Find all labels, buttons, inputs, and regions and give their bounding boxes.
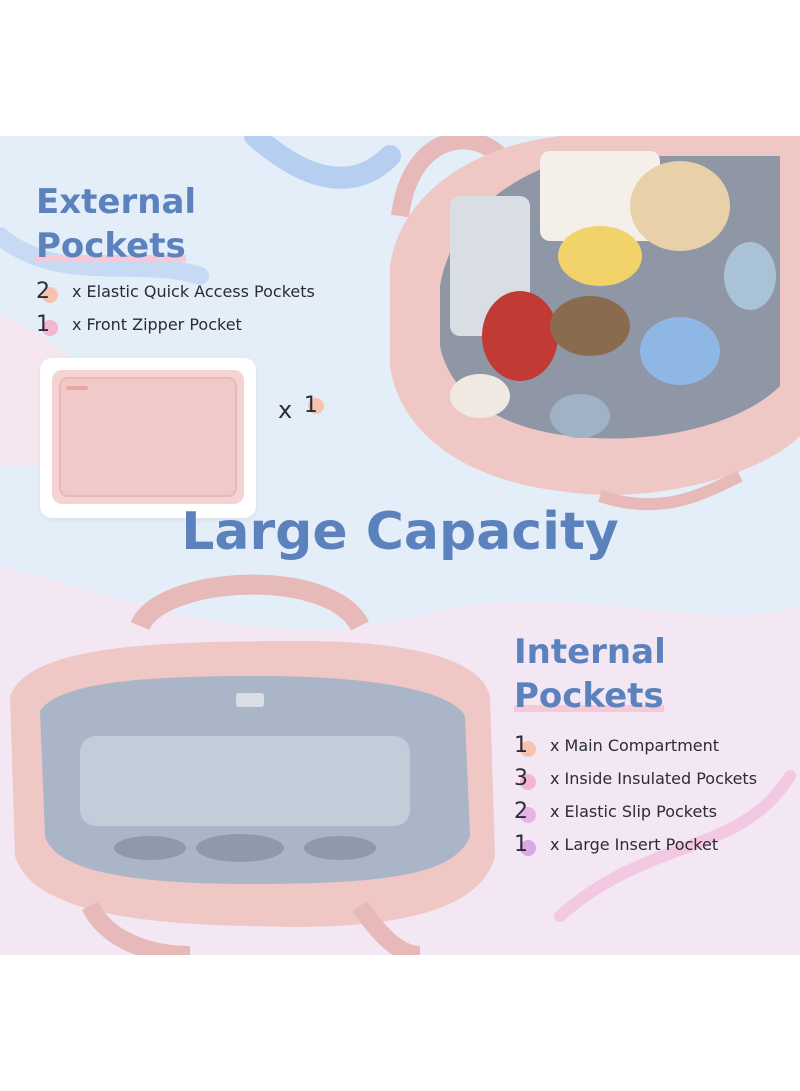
list-item: 1 x Front Zipper Pocket — [36, 308, 315, 341]
mat-quantity: x 1 — [278, 393, 324, 424]
item-label: x Main Compartment — [550, 736, 720, 755]
item-count: 2 — [514, 799, 528, 824]
ribbon-blue-top — [244, 136, 401, 189]
external-title-line2: Pockets — [36, 226, 186, 266]
bag-bottom-image — [10, 574, 495, 955]
internal-pockets-heading: Internal Pockets — [514, 630, 666, 718]
item-label: x Large Insert Pocket — [550, 835, 719, 854]
internal-title-line2: Pockets — [514, 676, 664, 716]
changing-mat-icon — [52, 370, 244, 504]
list-item: 1 x Main Compartment — [514, 729, 757, 762]
item-count: 2 — [36, 279, 50, 304]
list-item: 2 x Elastic Slip Pockets — [514, 795, 757, 828]
product-panel: External Pockets 2 x Elastic Quick Acces… — [0, 136, 800, 955]
item-count: 1 — [514, 832, 528, 857]
item-label: x Elastic Slip Pockets — [550, 802, 717, 821]
item-label: x Front Zipper Pocket — [72, 315, 242, 334]
mat-count: 1 — [303, 393, 318, 418]
page-title: Large Capacity — [181, 502, 619, 562]
times-symbol: x — [278, 396, 293, 424]
item-count: 1 — [36, 312, 50, 337]
external-pockets-heading: External Pockets — [36, 180, 196, 268]
bag-top-image — [390, 136, 800, 511]
background-graphic — [0, 136, 800, 955]
internal-pockets-list: 1 x Main Compartment 3 x Inside Insulate… — [514, 729, 757, 861]
item-label: x Elastic Quick Access Pockets — [72, 282, 315, 301]
item-count: 3 — [514, 766, 528, 791]
list-item: 2 x Elastic Quick Access Pockets — [36, 275, 315, 308]
external-pockets-list: 2 x Elastic Quick Access Pockets 1 x Fro… — [36, 275, 315, 341]
item-count: 1 — [514, 733, 528, 758]
list-item: 1 x Large Insert Pocket — [514, 828, 757, 861]
internal-title-line1: Internal — [514, 632, 666, 672]
list-item: 3 x Inside Insulated Pockets — [514, 762, 757, 795]
external-title-line1: External — [36, 182, 197, 222]
item-label: x Inside Insulated Pockets — [550, 769, 758, 788]
